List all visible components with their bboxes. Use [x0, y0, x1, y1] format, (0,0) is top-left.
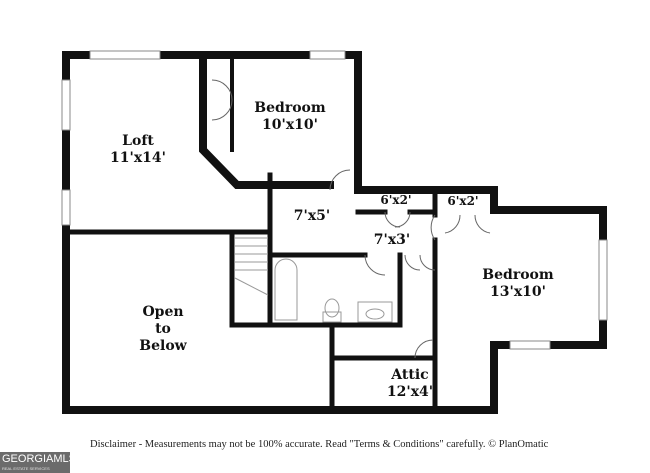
room-size: 13'x10'	[490, 284, 546, 300]
stairs	[234, 237, 269, 296]
room-name: Bedroom	[482, 267, 554, 283]
room-size: 11'x14'	[110, 150, 166, 166]
room-name: Attic	[391, 367, 429, 383]
label-line: to	[155, 321, 171, 337]
label-line: Below	[139, 338, 187, 354]
room-name: Loft	[122, 133, 154, 149]
logo-text: GEORGIAMLS	[2, 453, 76, 465]
room-size: 10'x10'	[262, 117, 318, 133]
room-name: Bedroom	[254, 100, 326, 116]
closet1-label: 6'x2'	[380, 193, 412, 207]
hall-label: 7'x5'	[293, 208, 331, 224]
walls	[62, 51, 607, 414]
bath-fixtures	[274, 258, 393, 323]
label-line: Open	[142, 304, 184, 320]
hall2-label: 7'x3'	[373, 232, 411, 248]
closet2-label: 6'x2'	[447, 194, 479, 208]
windows	[61, 50, 608, 350]
room-size: 12'x4'	[386, 384, 434, 400]
logo-subtext: REAL ESTATE SERVICES	[2, 466, 50, 471]
doors	[211, 79, 491, 359]
disclaimer: Disclaimer - Measurements may not be 100…	[90, 439, 549, 450]
